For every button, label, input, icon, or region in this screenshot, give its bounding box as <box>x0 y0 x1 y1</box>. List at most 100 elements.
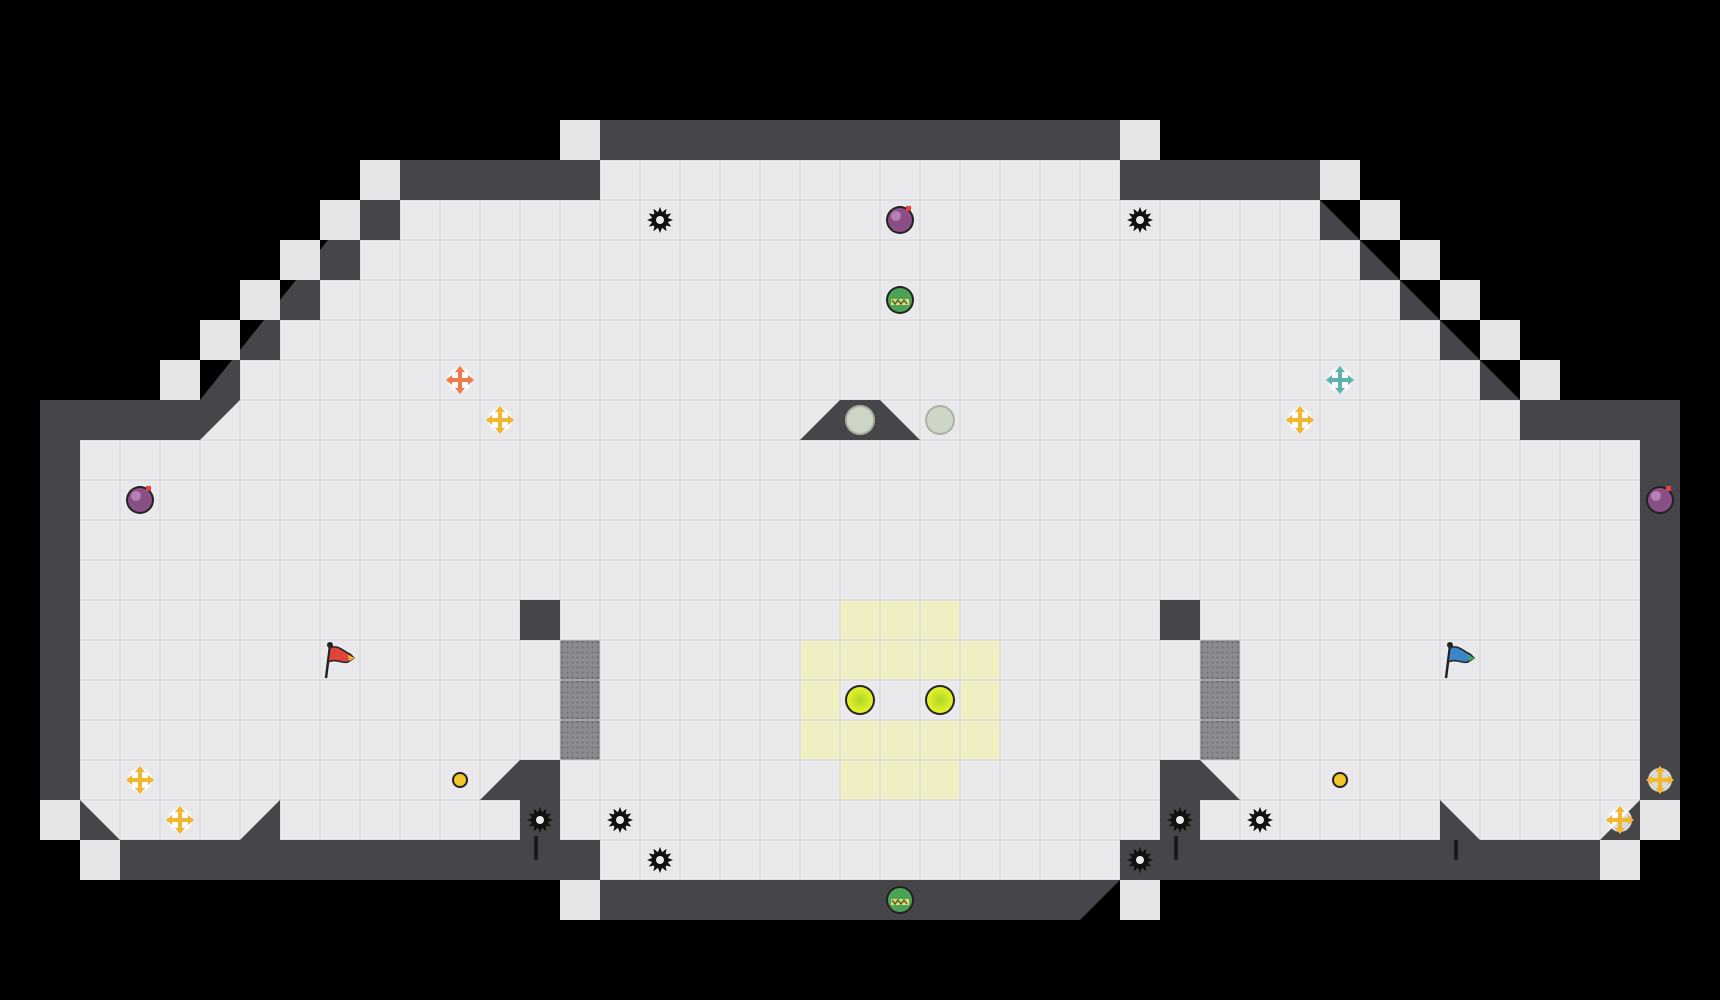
spike-icon <box>1247 807 1273 833</box>
bomb-fuse <box>146 486 151 491</box>
left-pillar-wall <box>520 600 560 640</box>
boost-arrows <box>1606 806 1634 834</box>
spike-icon <box>1127 847 1153 873</box>
safe-zone-tile <box>880 640 920 680</box>
safe-zone-tile <box>920 600 960 640</box>
wall-bevel-tile <box>280 240 320 280</box>
flag-tip <box>1468 655 1475 661</box>
wall-bevel-tile <box>200 320 240 360</box>
safe-zone-tile <box>880 600 920 640</box>
wall-bevel-tile <box>1400 240 1440 280</box>
gate-tile <box>1200 680 1240 720</box>
wall-bevel-tile <box>560 120 600 160</box>
right-pillar-wall <box>1160 600 1200 640</box>
bomb-icon <box>1646 486 1674 514</box>
spike-icon <box>647 207 673 233</box>
safe-zone-tile <box>840 720 880 760</box>
bomb-icon <box>126 486 154 514</box>
safe-zone-tile <box>960 720 1000 760</box>
gate-tile <box>1200 720 1240 760</box>
spike-center <box>1136 856 1144 864</box>
left-corner-wedge <box>240 800 280 840</box>
speed-boost-icon <box>486 406 514 434</box>
wall-bevel-tile <box>160 360 200 400</box>
safe-zone-tile <box>840 640 880 680</box>
far-right-slot-mark <box>1454 840 1458 860</box>
wall-bevel-tile <box>1360 200 1400 240</box>
left-slot-mark <box>534 836 538 860</box>
bomb-body <box>1648 488 1672 512</box>
gate-tile <box>560 720 600 760</box>
portal-core <box>847 687 873 713</box>
walls-layer <box>240 400 1480 880</box>
button-face <box>927 407 953 433</box>
wall-bevel-tile <box>1520 360 1560 400</box>
spike-center <box>1136 216 1144 224</box>
boost-arrows <box>166 806 194 834</box>
boost-arrows <box>486 406 514 434</box>
safe-zone-tile <box>840 600 880 640</box>
pushpad-icon <box>446 366 474 394</box>
gate-tile <box>1200 640 1240 680</box>
wall-bevel-tile <box>1120 880 1160 920</box>
spike-center <box>1176 816 1184 824</box>
bomb-shine <box>1651 491 1661 501</box>
wall-bevel-tile <box>1640 800 1680 840</box>
safe-zone-tile <box>920 640 960 680</box>
safe-zone-tile <box>920 720 960 760</box>
flag-pole-cap <box>1447 642 1453 648</box>
bomb-body <box>128 488 152 512</box>
speed-boost-icon <box>1646 766 1674 794</box>
right-bottom-wall <box>1160 760 1240 880</box>
safe-zone-tile <box>800 680 840 720</box>
safe-zone-tile <box>840 760 880 800</box>
grip-zigzag <box>891 898 908 906</box>
boost-arrows <box>1326 366 1354 394</box>
small-button-face <box>1334 774 1346 786</box>
spike-icon <box>527 807 553 833</box>
portal-core <box>927 687 953 713</box>
wall-bevel-tile <box>1120 120 1160 160</box>
spike-icon <box>1127 207 1153 233</box>
button-icon <box>452 772 468 788</box>
grip-powerup-icon <box>886 886 914 914</box>
flag-tip <box>348 655 355 661</box>
right-slot-mark <box>1174 836 1178 860</box>
wall-bevel-tile <box>1600 840 1640 880</box>
wall-bevel-tile <box>320 200 360 240</box>
spike-icon <box>607 807 633 833</box>
gate-tile <box>560 640 600 680</box>
boost-arrows <box>1286 406 1314 434</box>
speed-boost-icon <box>1606 806 1634 834</box>
spike-center <box>536 816 544 824</box>
speed-boost-icon <box>126 766 154 794</box>
speed-boost-icon <box>166 806 194 834</box>
wall-bevel-tile <box>240 280 280 320</box>
flag-pole-cap <box>327 642 333 648</box>
safe-zone-tile <box>880 760 920 800</box>
portal-icon <box>845 685 875 715</box>
wall-bevel-tile <box>560 880 600 920</box>
portal-icon <box>925 685 955 715</box>
right-corner-wedge <box>1440 800 1480 840</box>
wall-bevel-tile <box>1480 320 1520 360</box>
button-icon <box>925 405 955 435</box>
bomb-shine <box>131 491 141 501</box>
grip-powerup-icon <box>886 286 914 314</box>
boost-arrows <box>446 366 474 394</box>
wall-bevel-tile <box>40 800 80 840</box>
gate-tile <box>560 680 600 720</box>
safe-zone-tile <box>800 720 840 760</box>
safe-zone-tile <box>960 640 1000 680</box>
spike-center <box>656 216 664 224</box>
bomb-fuse <box>1666 486 1671 491</box>
flag-icon <box>1444 642 1476 679</box>
map-items-layer <box>126 206 1674 914</box>
button-icon <box>845 405 875 435</box>
grip-zigzag <box>891 298 908 306</box>
spike-center <box>616 816 624 824</box>
button-face <box>847 407 873 433</box>
left-bottom-wall <box>480 760 560 880</box>
